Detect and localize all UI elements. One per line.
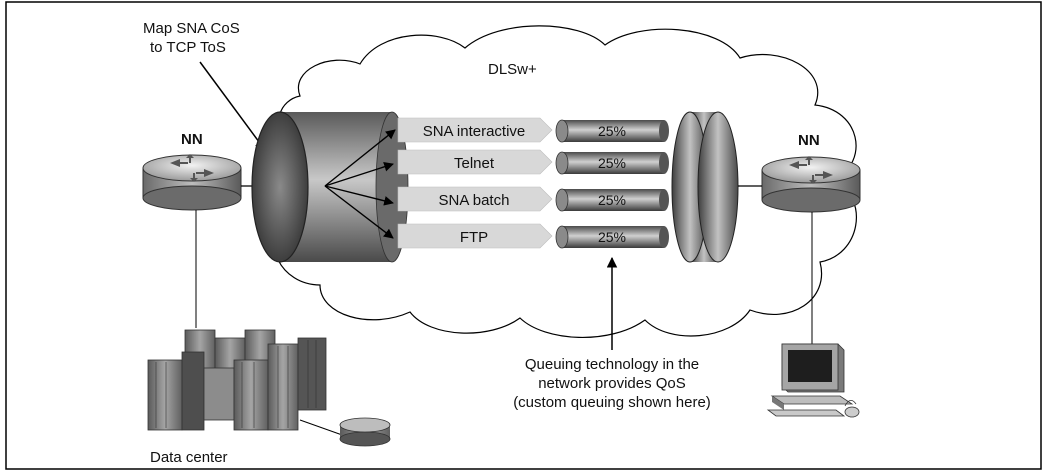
queue-note-line2: network provides QoS bbox=[538, 375, 686, 392]
queue-note-line3: (custom queuing shown here) bbox=[513, 394, 711, 411]
frame-border bbox=[5, 1, 1042, 470]
router-arrows-icon bbox=[789, 156, 833, 184]
traffic-class-1 bbox=[397, 149, 553, 175]
queue-share-label: 25% bbox=[598, 192, 626, 208]
data-center-mainframe-icon bbox=[147, 329, 327, 431]
traffic-class-0 bbox=[397, 117, 553, 143]
left-router bbox=[142, 154, 242, 211]
queue-share-label: 25% bbox=[598, 123, 626, 139]
map-note-arrow bbox=[199, 61, 266, 151]
traffic-class-3 bbox=[397, 223, 553, 249]
workstation-icon bbox=[766, 343, 860, 418]
right-router-label: NN bbox=[798, 132, 820, 149]
main-tunnel bbox=[251, 111, 409, 263]
right-tunnel-end bbox=[671, 111, 739, 263]
queue-pipe bbox=[555, 225, 669, 249]
queue-pipe bbox=[555, 188, 669, 212]
queue-note-line1: Queuing technology in the bbox=[525, 356, 699, 373]
traffic-class-label: SNA interactive bbox=[423, 123, 526, 140]
data-center-label: Data center bbox=[150, 449, 228, 466]
queue-pipe bbox=[555, 119, 669, 143]
traffic-class-label: SNA batch bbox=[439, 192, 510, 209]
traffic-class-2 bbox=[397, 186, 553, 212]
right-router bbox=[761, 156, 861, 213]
storage-link bbox=[299, 419, 346, 437]
storage-disk-icon bbox=[339, 417, 391, 447]
cloud-label: DLSw+ bbox=[488, 61, 537, 78]
queue-pipe bbox=[555, 151, 669, 175]
left-router-label: NN bbox=[181, 131, 203, 148]
map-note-line1: Map SNA CoS bbox=[143, 20, 240, 37]
router-arrows-icon bbox=[170, 154, 214, 182]
queue-share-label: 25% bbox=[598, 229, 626, 245]
traffic-class-label: FTP bbox=[460, 229, 488, 246]
map-note-line2: to TCP ToS bbox=[150, 39, 226, 56]
classification-arrows bbox=[324, 129, 396, 239]
queue-share-label: 25% bbox=[598, 155, 626, 171]
traffic-class-label: Telnet bbox=[454, 155, 495, 172]
